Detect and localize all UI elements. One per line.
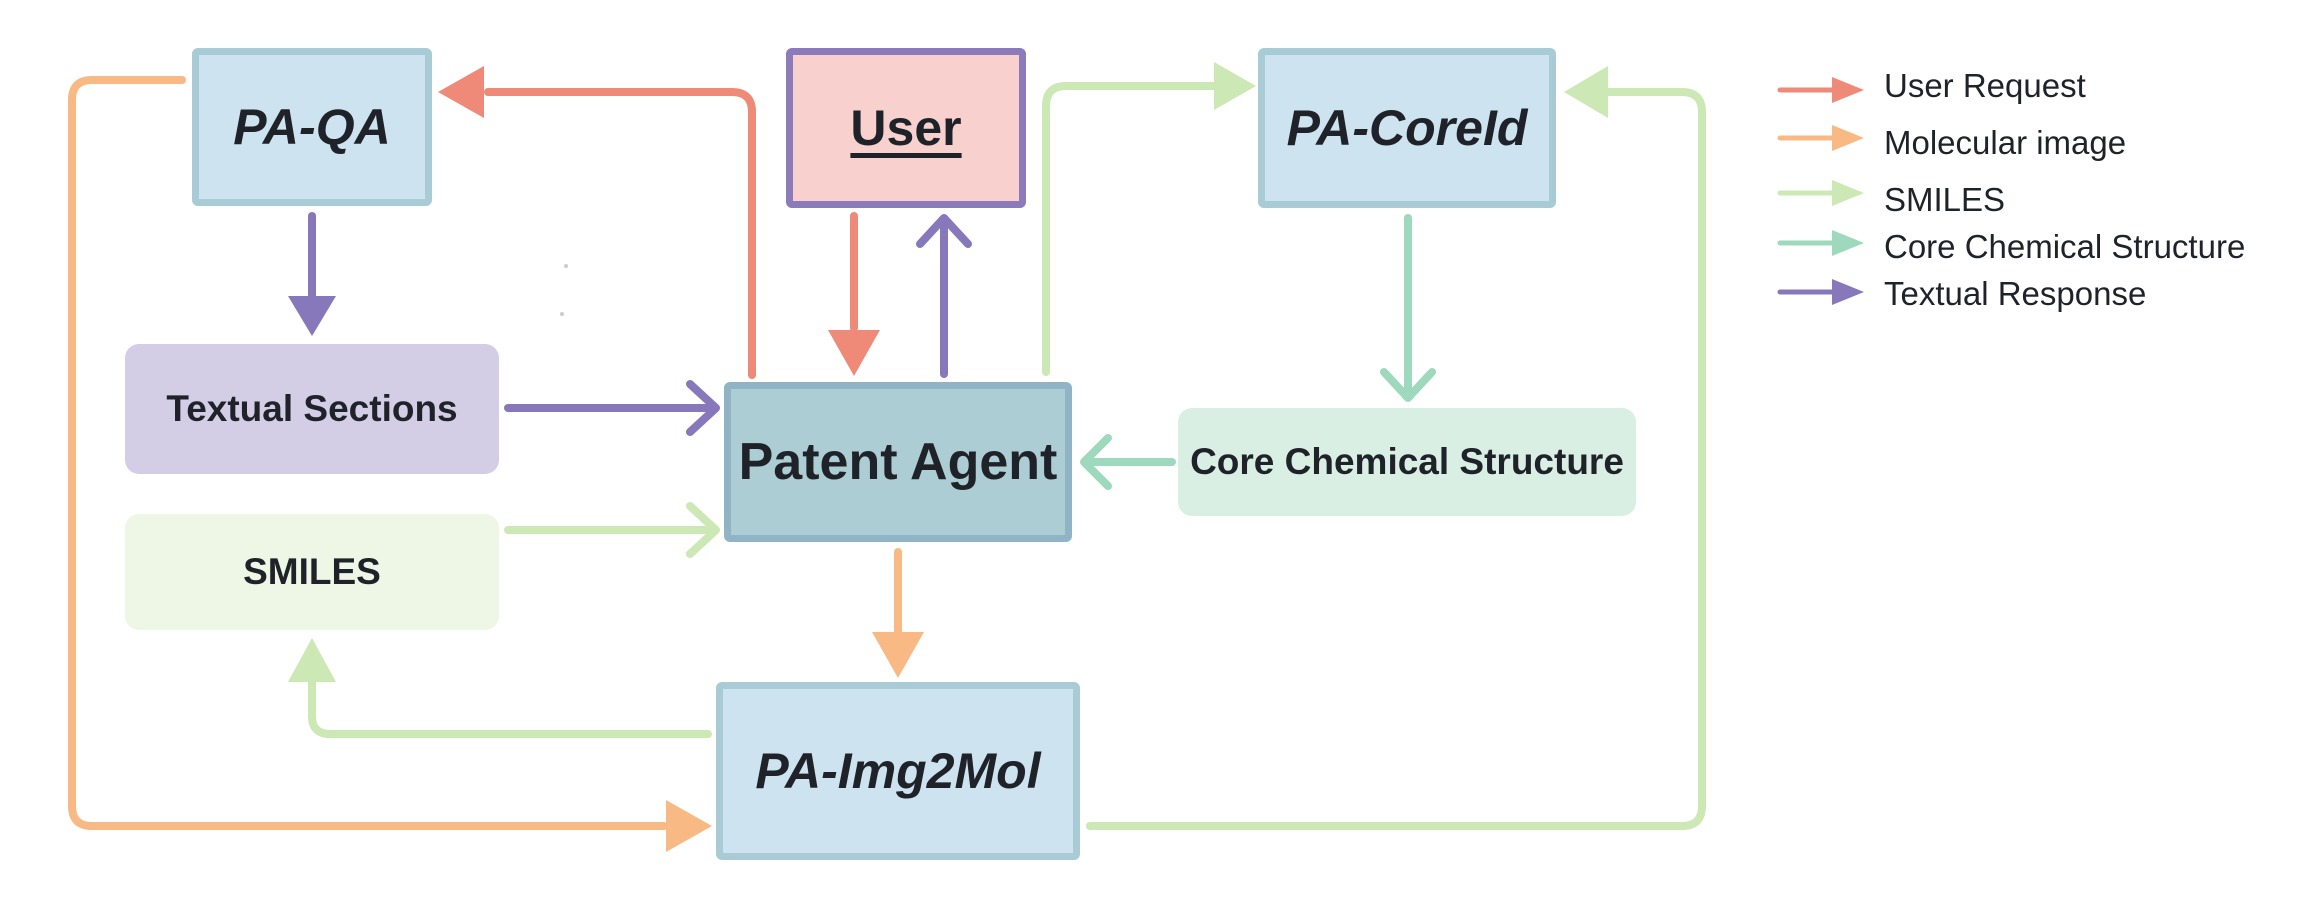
node-textual-sections: Textual Sections <box>125 344 499 474</box>
arrow-pa-img2mol-to-pa-coreid <box>1086 66 1706 830</box>
node-smiles-label: SMILES <box>243 551 381 592</box>
arrow-pa-coreid-to-core-structure <box>1380 214 1436 402</box>
node-pa-qa-label: PA-QA <box>233 99 391 155</box>
legend-label-textual-response: Textual Response <box>1884 275 2147 312</box>
node-pa-img2mol: PA-Img2Mol <box>716 682 1080 860</box>
dot-mark <box>564 264 568 268</box>
node-pa-img2mol-label: PA-Img2Mol <box>755 743 1041 799</box>
legend-label-core-chemical-structure: Core Chemical Structure <box>1884 228 2246 265</box>
arrow-smiles-to-agent <box>504 502 720 558</box>
arrow-pa-img2mol-to-smiles <box>288 638 712 738</box>
arrow-pa-qa-to-textual-sections <box>288 212 336 336</box>
node-pa-qa: PA-QA <box>192 48 432 206</box>
arrow-agent-to-user <box>916 214 972 378</box>
legend-arrow-smiles <box>1777 180 1864 206</box>
node-user: User <box>786 48 1026 208</box>
dot-mark <box>560 312 564 316</box>
arrow-agent-to-pa-img2mol <box>872 548 924 678</box>
node-smiles: SMILES <box>125 514 499 630</box>
arrow-agent-to-pa-coreid <box>1042 62 1256 376</box>
legend-label-molecular-image: Molecular image <box>1884 124 2127 161</box>
node-pa-coreid-label: PA-CoreId <box>1286 100 1528 156</box>
legend-arrow-textual-response <box>1777 279 1864 305</box>
legend-arrow-core-chemical-structure <box>1777 230 1864 256</box>
node-patent-agent-label: Patent Agent <box>738 433 1058 491</box>
legend-arrow-user-request <box>1777 77 1864 103</box>
node-pa-coreid: PA-CoreId <box>1258 48 1556 208</box>
arrow-pa-qa-to-pa-img2mol <box>68 76 712 852</box>
legend-label-user-request: User Request <box>1884 67 2086 104</box>
node-core-chemical-structure: Core Chemical Structure <box>1178 408 1636 516</box>
legend-arrow-molecular-image <box>1777 125 1864 151</box>
node-textual-sections-label: Textual Sections <box>166 388 458 429</box>
legend-label-smiles: SMILES <box>1884 181 2006 218</box>
arrow-agent-to-pa-qa <box>438 66 756 379</box>
node-core-chemical-structure-label: Core Chemical Structure <box>1190 441 1624 482</box>
arrow-textual-sections-to-agent <box>504 380 720 436</box>
node-patent-agent: Patent Agent <box>724 382 1072 542</box>
node-user-label: User <box>850 100 962 156</box>
arrow-core-structure-to-agent <box>1080 434 1176 490</box>
arrow-user-to-agent <box>828 212 880 376</box>
